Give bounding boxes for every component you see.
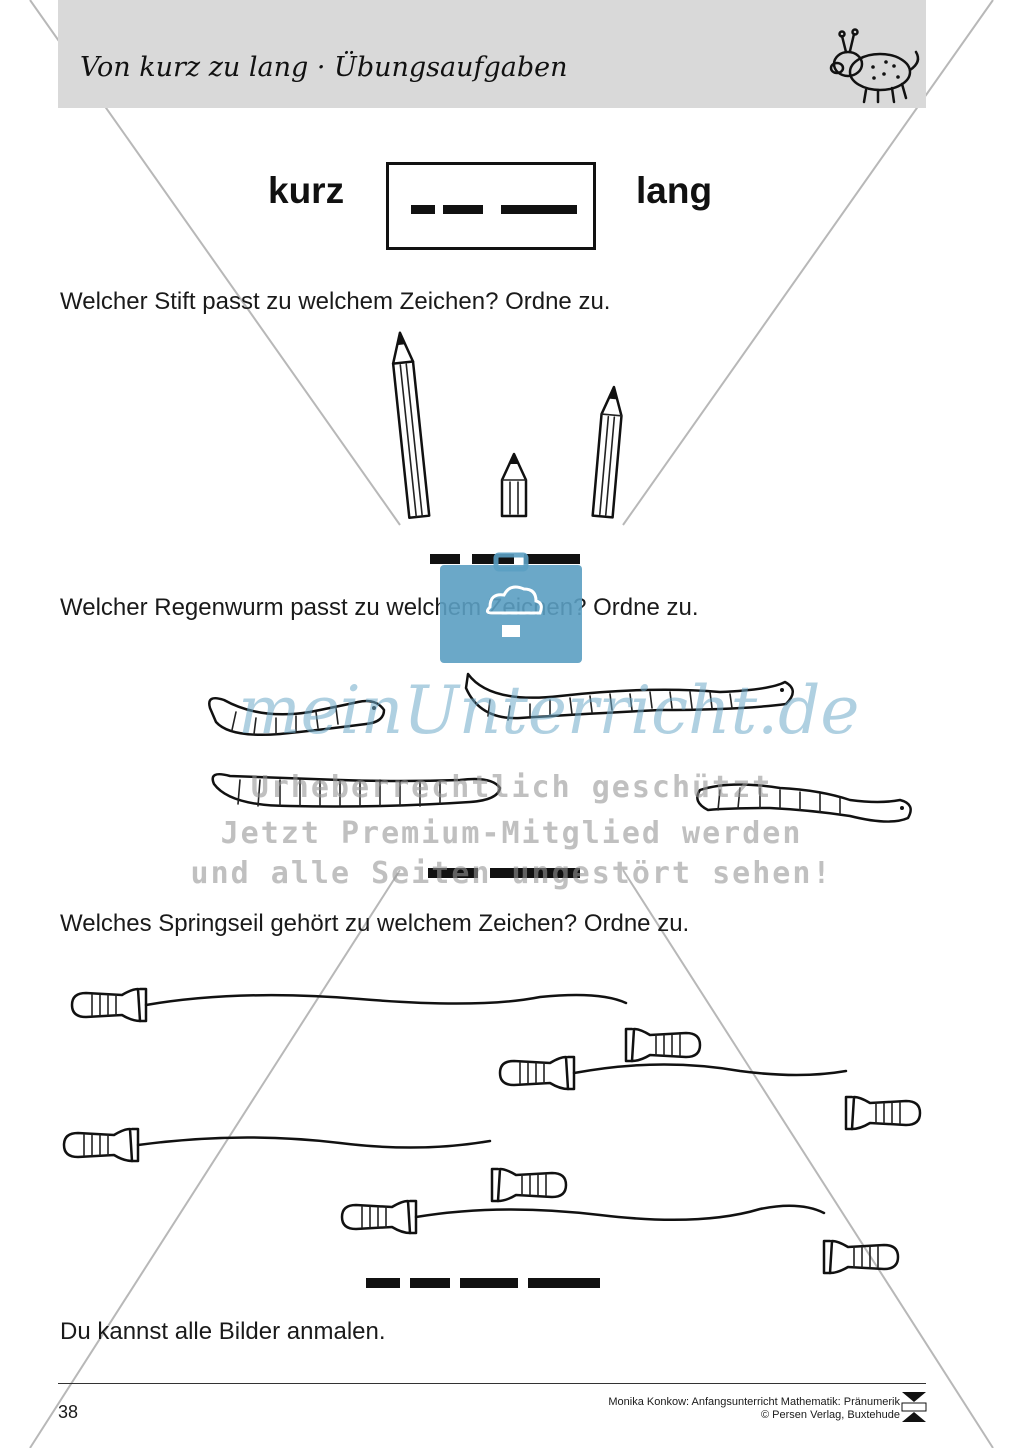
task-question-worms: Welcher Regenwurm passt zu welchem Zeich… bbox=[60, 594, 699, 621]
rope-4-icon bbox=[340, 1199, 900, 1275]
page-title: Von kurz zu lang · Übungsaufgaben bbox=[80, 52, 568, 83]
task-dash-3 bbox=[460, 1278, 518, 1288]
footer-credit-line1: Monika Konkow: Anfangsunterricht Mathema… bbox=[608, 1396, 900, 1408]
task-dash-short bbox=[430, 554, 460, 564]
rope-3-icon bbox=[62, 1127, 568, 1203]
worm-medium-2-icon bbox=[696, 783, 912, 823]
task-dash-1 bbox=[366, 1278, 400, 1288]
legend-dash-medium bbox=[443, 205, 483, 214]
task-dash-4 bbox=[528, 1278, 600, 1288]
task-dash-short bbox=[428, 868, 478, 878]
task-dash-2 bbox=[410, 1278, 450, 1288]
pencil-long-icon bbox=[391, 331, 431, 520]
legend-dash-long bbox=[501, 205, 577, 214]
task-dash-long bbox=[490, 868, 580, 878]
worm-short-icon bbox=[211, 773, 502, 808]
worm-medium-icon bbox=[208, 697, 386, 737]
pencils-illustration bbox=[391, 331, 623, 520]
legend-right-label: lang bbox=[636, 170, 713, 211]
task-dash-medium bbox=[472, 554, 514, 564]
worms-illustration bbox=[208, 672, 912, 823]
legend-box bbox=[386, 162, 596, 250]
page-number: 38 bbox=[58, 1402, 79, 1422]
watermark-brand: meinUnterricht.de bbox=[238, 672, 860, 749]
task-dash-long bbox=[524, 554, 580, 564]
briefcase-cloud-icon bbox=[440, 552, 582, 663]
pencil-short-icon bbox=[500, 452, 528, 518]
legend-left-label: kurz bbox=[268, 170, 345, 211]
task-question-pencils: Welcher Stift passt zu welchem Zeichen? … bbox=[60, 288, 611, 315]
pencil-medium-icon bbox=[591, 385, 623, 519]
watermark-line3: und alle Seiten ungestört sehen! bbox=[190, 856, 833, 891]
footer-credit-line2: © Persen Verlag, Buxtehude bbox=[761, 1409, 900, 1421]
rope-2-icon bbox=[498, 1055, 922, 1131]
pig-mascot-icon bbox=[829, 28, 920, 104]
persen-logo-icon bbox=[901, 1392, 927, 1422]
task-question-ropes: Welches Springseil gehört zu welchem Zei… bbox=[60, 910, 690, 937]
ropes-illustration bbox=[62, 987, 922, 1275]
worm-long-icon bbox=[464, 672, 794, 721]
watermark-line2: Jetzt Premium-Mitglied werden bbox=[220, 816, 803, 851]
footer-divider bbox=[58, 1383, 926, 1384]
legend-dash-short bbox=[411, 205, 435, 214]
page-header bbox=[58, 0, 926, 108]
rope-1-icon bbox=[70, 987, 702, 1063]
watermark-line1: Urheberrechtlich geschützt bbox=[250, 770, 773, 805]
closing-note: Du kannst alle Bilder anmalen. bbox=[60, 1318, 386, 1345]
